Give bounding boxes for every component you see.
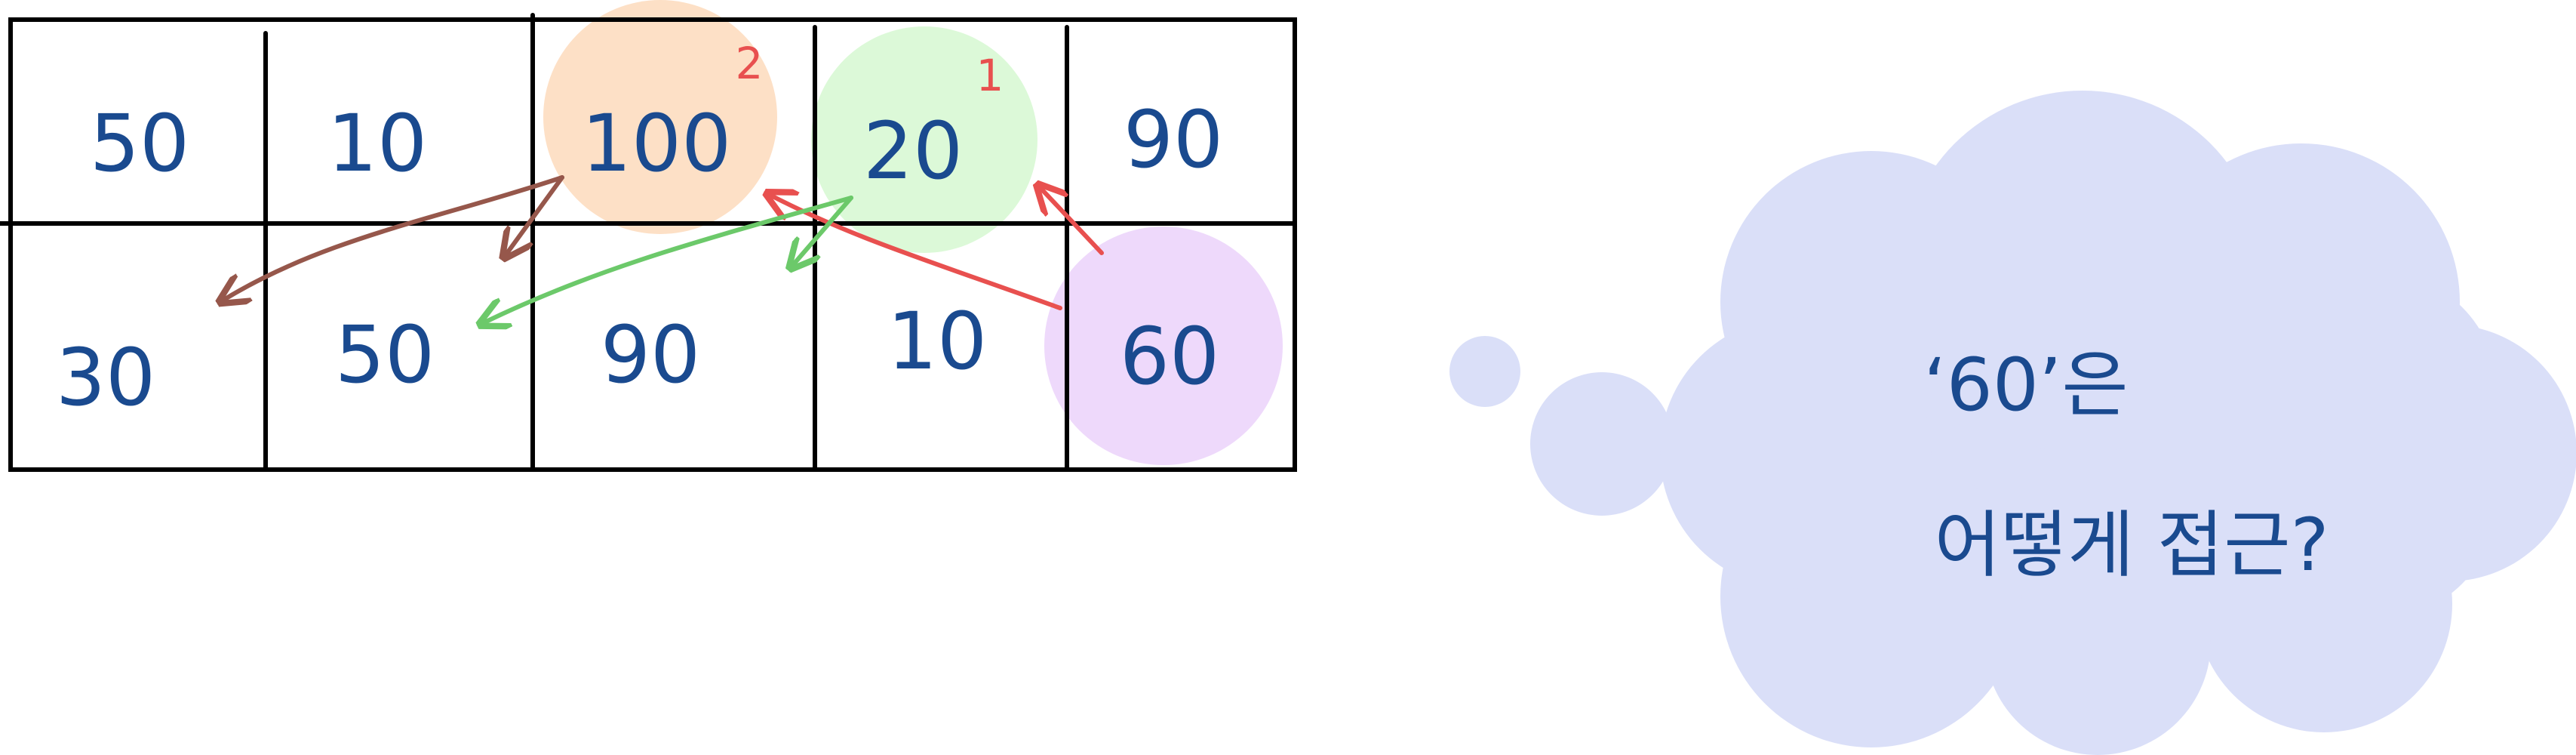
cloud-question-line-2: 어떻게 접근? [1934, 503, 2329, 587]
highlight-circle-20 [811, 26, 1037, 253]
cell-1-0: 30 [56, 331, 155, 424]
arrow-brown-100-to-50 [506, 175, 564, 255]
cell-1-4: 60 [1120, 310, 1219, 402]
cell-0-0: 50 [90, 97, 189, 190]
thought-dot-small [1449, 336, 1520, 407]
thought-dot-medium [1530, 372, 1674, 516]
arrow-green-20-to-10 [792, 196, 853, 266]
arrow-red-60-to-20 [1040, 187, 1104, 255]
cell-0-2: 100 [582, 97, 732, 190]
row-0: 50 10 100 20 90 [90, 94, 1223, 197]
row-1: 30 50 90 10 60 [56, 295, 1219, 424]
arrow-brown-100-to-30 [223, 175, 564, 300]
mark-first: 1 [976, 50, 1004, 101]
highlight-circle-60 [1044, 226, 1283, 465]
table-border [8, 17, 1297, 472]
cell-0-1: 10 [327, 97, 427, 190]
thought-bubble [1449, 91, 2576, 755]
mark-second: 2 [736, 38, 764, 89]
cell-1-1: 50 [335, 309, 435, 401]
thought-cloud [1660, 91, 2576, 755]
cell-0-4: 90 [1124, 94, 1223, 186]
arrow-green-20-to-50 [483, 196, 853, 323]
cell-1-2: 90 [601, 309, 700, 401]
cloud-question-line-1: ‘60’은 [1923, 343, 2129, 427]
cell-0-3: 20 [863, 105, 963, 197]
cell-1-3: 10 [887, 295, 987, 387]
highlight-circle-100 [543, 0, 777, 234]
